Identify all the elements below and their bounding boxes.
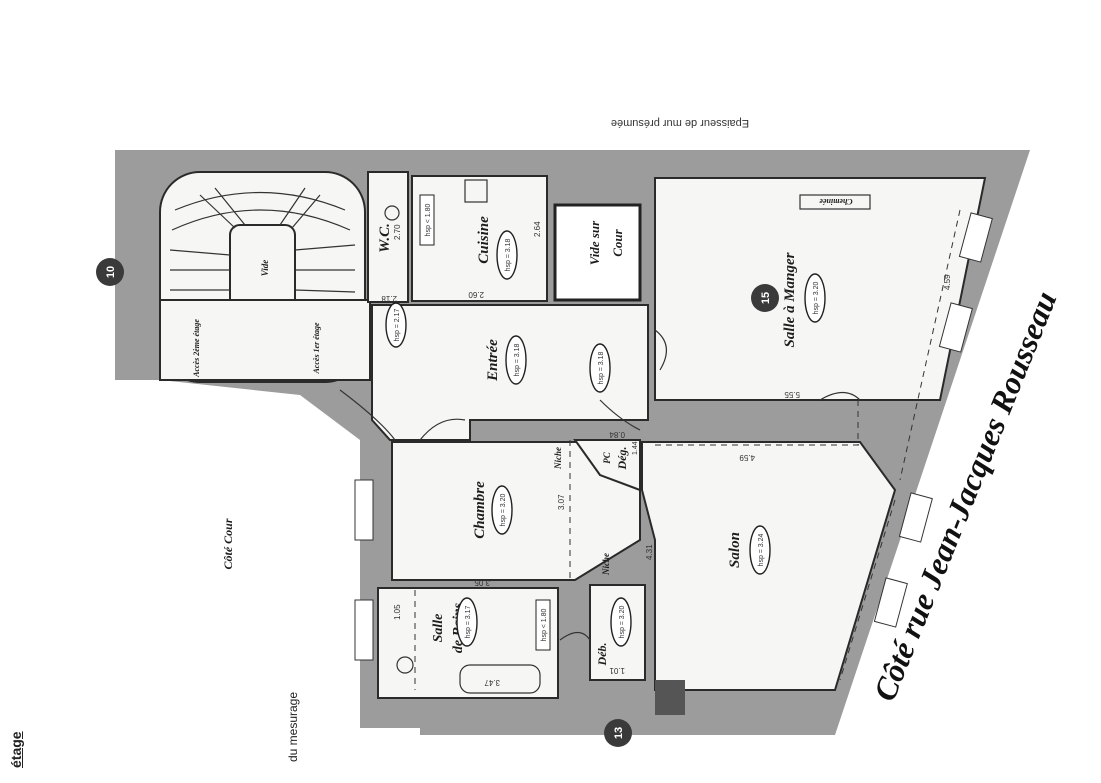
svg-text:2.70: 2.70	[393, 224, 402, 240]
door-arc	[419, 418, 466, 441]
marker-13	[604, 719, 632, 747]
svg-text:2.18: 2.18	[381, 294, 397, 303]
label-salon: Salon	[727, 532, 743, 568]
label-niche-2: Niche	[601, 553, 611, 576]
marker-13-label: 13	[613, 727, 625, 739]
marker-15-label: 15	[760, 292, 772, 304]
svg-text:hsp = 3.18: hsp = 3.18	[598, 351, 605, 384]
label-deb: Déb.	[595, 643, 609, 667]
svg-text:3.05: 3.05	[474, 578, 490, 587]
svg-text:1.01: 1.01	[609, 666, 625, 675]
landing	[159, 299, 371, 381]
label-acces-1: Accès 1er étage	[312, 322, 321, 375]
svg-text:3.07: 3.07	[557, 494, 566, 510]
door-arc	[599, 399, 641, 431]
stair-steps	[169, 187, 356, 293]
label-vide-cour-2: Cour	[610, 228, 625, 256]
svg-text:hsp = 3.20: hsp = 3.20	[619, 605, 626, 638]
wall-note: Epaisseur de mur présumée	[611, 117, 749, 129]
windows	[354, 212, 993, 661]
room-wc	[367, 171, 409, 303]
label-cuisine: Cuisine	[476, 216, 492, 264]
room-vide-cour	[553, 203, 642, 302]
marker-15	[751, 284, 779, 312]
door-arc	[559, 631, 591, 641]
label-acces-2: Accès 2ème étage	[192, 319, 201, 378]
door-arc	[654, 329, 667, 371]
surface-pills: hsp = 2.17 hsp = 3.18 hsp = 3.20 hsp = 3…	[385, 194, 826, 651]
svg-text:4.59: 4.59	[739, 453, 755, 462]
door-arc	[819, 391, 861, 401]
toilet-icon	[384, 205, 400, 221]
label-entree: Entrée	[485, 339, 501, 382]
marker-10-label: 10	[105, 266, 117, 278]
label-salle-manger: Salle à Manger	[782, 252, 798, 347]
svg-text:1.05: 1.05	[393, 604, 402, 620]
sink-icon	[464, 179, 488, 203]
label-cheminee: Cheminée	[819, 197, 853, 206]
svg-text:hsp = 3.20: hsp = 3.20	[500, 493, 507, 526]
label-vide: Vide	[260, 260, 270, 277]
bathtub-icon	[459, 664, 541, 694]
svg-text:5.55: 5.55	[784, 390, 800, 399]
room-salon	[641, 441, 897, 691]
stairs-down-icon	[655, 680, 685, 715]
label-wc: W.C.	[377, 223, 393, 253]
marker-10	[96, 258, 124, 286]
svg-text:hsp = 3.18: hsp = 3.18	[514, 343, 521, 376]
svg-text:2.60: 2.60	[468, 290, 484, 299]
svg-text:hsp = 3.24: hsp = 3.24	[758, 533, 765, 566]
dash-line	[839, 499, 896, 681]
room-degagement	[573, 439, 641, 492]
label-niche-1: Niche	[553, 447, 563, 470]
dimensions: 2.70 2.64 2.60 2.18 4.59 5.55 4.59 3.07 …	[381, 221, 952, 687]
svg-text:hsp < 1.80: hsp < 1.80	[541, 608, 548, 641]
label-vide-cour-1: Vide sur	[587, 220, 602, 265]
svg-text:hsp = 3.18: hsp = 3.18	[505, 238, 512, 271]
svg-text:2.64: 2.64	[533, 221, 542, 237]
svg-text:hsp < 1.80: hsp < 1.80	[425, 203, 432, 236]
label-sdb-1: Salle	[431, 614, 446, 643]
svg-text:hsp = 2.17: hsp = 2.17	[394, 308, 401, 341]
svg-text:4.59: 4.59	[943, 274, 952, 290]
label-deg: Dég.	[615, 447, 629, 471]
svg-text:1.44: 1.44	[632, 441, 639, 455]
svg-text:3.47: 3.47	[484, 678, 500, 687]
svg-text:hsp = 3.20: hsp = 3.20	[813, 281, 820, 314]
dash-line	[899, 209, 961, 481]
svg-text:4.31: 4.31	[645, 544, 654, 560]
svg-text:0.84: 0.84	[609, 430, 625, 439]
label-chambre: Chambre	[472, 481, 488, 539]
door-arc	[339, 389, 396, 441]
svg-text:hsp = 3.17: hsp = 3.17	[465, 605, 472, 638]
label-pc: PC	[602, 451, 612, 463]
court-side-label: Côté Cour	[221, 518, 235, 569]
fireplace-icon	[799, 194, 871, 210]
washbasin-icon	[396, 656, 414, 674]
